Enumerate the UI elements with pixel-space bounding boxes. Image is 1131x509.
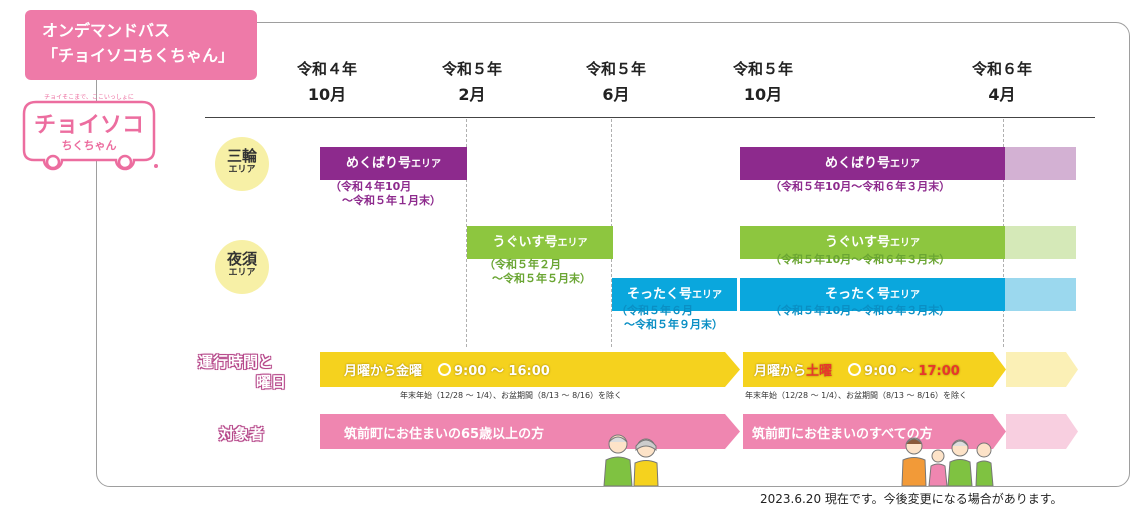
chart-frame [96, 22, 1130, 487]
bar-uguisu-2: うぐいす号エリア [740, 226, 1005, 259]
title-box: オンデマンドバス 「チョイソコちくちゃん」 [25, 10, 257, 80]
arrow-hours-future [1006, 352, 1078, 387]
clock-icon [438, 363, 452, 376]
exclusion-note-2: 年末年始（12/28 ～ 1/4）、お盆期間（8/13 ～ 8/16）を除く [745, 391, 968, 400]
note-meguri-1: （令和４年10月 ～令和５年１月末） [330, 180, 441, 207]
bar-uguisu-future [1005, 226, 1076, 259]
arrow-hours-2 [743, 352, 1006, 387]
bar-sottaku-2: そったく号エリア [740, 278, 1005, 311]
label-target: 対象者 [219, 425, 265, 443]
note-sottaku-1: （令和５年６月 ～令和５年９月末） [616, 304, 723, 331]
note-uguisu-2: （令和５年10月～令和６年３月末） [770, 253, 951, 266]
footer-note: 2023.6.20 現在です。今後変更になる場合があります。 [760, 492, 1063, 506]
area-badge-yasu: 夜須 エリア [215, 240, 269, 294]
svg-text:チョイそこまで、ここいっしょに: チョイそこまで、ここいっしょに [44, 94, 134, 101]
header-r5-10: 令和５年 10月 [732, 60, 793, 104]
area-badge-sanwa: 三輪 エリア [215, 137, 269, 191]
note-uguisu-1: （令和５年２月 ～令和５年５月末） [484, 258, 591, 285]
header-r5-2: 令和５年 2月 [441, 60, 502, 104]
elderly-couple-illustration [603, 434, 659, 486]
header-r6-4: 令和６年 4月 [971, 60, 1032, 104]
svg-text:ちくちゃん: ちくちゃん [62, 139, 117, 152]
header-r4-10: 令和４年 10月 [296, 60, 357, 104]
title-line2: 「チョイソコちくちゃん」 [42, 46, 235, 65]
arrow-hours-1 [320, 352, 740, 387]
arrow-target-1 [320, 414, 740, 449]
bar-meguri-1: めくばり号エリア [320, 147, 467, 180]
bar-meguri-future [1005, 147, 1076, 180]
bar-sottaku-1: そったく号エリア [612, 278, 737, 311]
gridline [466, 119, 467, 347]
bar-uguisu-1: うぐいす号エリア [467, 226, 613, 259]
clock-icon [848, 363, 862, 376]
label-operating-hours: 運行時間と 曜日 [198, 353, 287, 391]
family-illustration [901, 437, 994, 486]
choisoko-logo: チョイそこまで、ここいっしょに チョイソコ ちくちゃん [22, 94, 158, 171]
arrow-target-future [1006, 414, 1078, 449]
bar-sottaku-future [1005, 278, 1076, 311]
arrow-target-2 [743, 414, 1006, 449]
bar-meguri-2: めくばり号エリア [740, 147, 1005, 180]
target-1-text: 筑前町にお住まいの65歳以上の方 [344, 427, 545, 442]
note-meguri-2: （令和５年10月～令和６年３月末） [770, 180, 951, 193]
exclusion-note-1: 年末年始（12/28 ～ 1/4）、お盆期間（8/13 ～ 8/16）を除く [400, 391, 623, 400]
header-r5-6: 令和５年 6月 [585, 60, 646, 104]
note-sottaku-2: （令和５年10月～令和６年３月末） [770, 304, 951, 317]
target-2-text: 筑前町にお住まいのすべての方 [752, 427, 933, 442]
title-line1: オンデマンドバス [42, 21, 171, 40]
header-divider [205, 117, 1095, 118]
svg-text:チョイソコ: チョイソコ [34, 113, 144, 138]
